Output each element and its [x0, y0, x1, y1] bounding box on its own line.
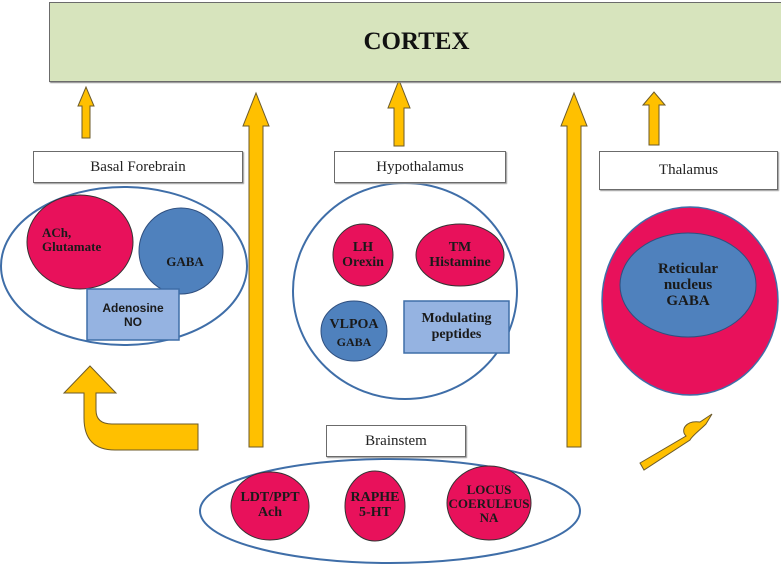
vlpoa-gaba-node-shape — [320, 300, 388, 362]
adenosine-no-box: Adenosine NO — [102, 300, 164, 329]
hypothalamus-label: Hypothalamus — [334, 151, 506, 183]
basal-forebrain-label: Basal Forebrain — [33, 151, 243, 183]
raphe-node: RAPHE 5-HT — [350, 490, 400, 520]
arrow-thalamus-to-cortex-main — [641, 91, 667, 146]
tm-histamine-node-shape — [415, 223, 505, 287]
adenosine-no-box-shape — [86, 288, 180, 341]
lh-orexin-node-shape — [332, 223, 394, 287]
hypothalamus-container — [292, 182, 518, 400]
reticular-nucleus-shape — [619, 232, 757, 338]
arrow-brainstem-to-cortex-right — [560, 91, 588, 448]
locus-coeruleus-node-shape — [446, 465, 532, 541]
ldt-ppt-node: LDT/PPT Ach — [240, 490, 300, 520]
brainstem-label: Brainstem — [326, 425, 466, 457]
ach-glutamate-node: ACh, Glutamate — [42, 225, 102, 254]
lh-orexin-node: LH Orexin — [342, 240, 384, 270]
ldt-ppt-node-shape — [230, 471, 310, 541]
modulating-peptides-box-shape — [403, 300, 510, 354]
bf-gaba-node: GABA — [166, 254, 204, 269]
curved-arrow-brainstem-to-bf — [62, 365, 199, 451]
arrow-hypo-to-cortex — [387, 78, 411, 147]
arrow-bf-to-cortex — [77, 85, 95, 139]
vlpoa-label: VLPOA — [329, 317, 379, 332]
cortex-box: CORTEX — [49, 2, 781, 82]
curved-arrow-brainstem-to-thalamus — [639, 413, 713, 471]
modulating-peptides-box: Modulating peptides — [421, 311, 492, 342]
arrow-brainstem-to-cortex-left — [242, 91, 270, 448]
vlpoa-gaba-label: GABA — [336, 335, 372, 349]
raphe-node-shape — [344, 470, 406, 542]
thalamus-label: Thalamus — [599, 151, 778, 190]
reticular-nucleus-node: Reticular nucleus GABA — [658, 261, 718, 309]
tm-histamine-node: TM Histamine — [429, 240, 491, 270]
locus-coeruleus-node: LOCUS COERULEUS NA — [448, 482, 530, 525]
ach-glutamate-node-shape — [26, 194, 134, 290]
bf-gaba-node-shape — [138, 207, 224, 295]
